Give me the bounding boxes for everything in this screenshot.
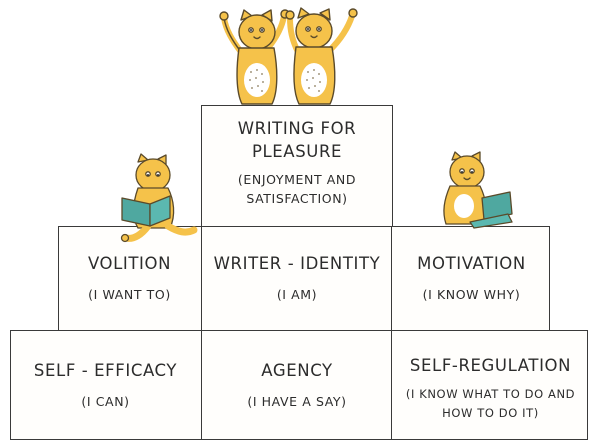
writer-identity-sub: (I AM) [276,287,318,302]
agency-title: AGENCY [261,361,333,380]
writer-identity-cell: WRITER - IDENTITY (I AM) [201,254,393,303]
motivation-sub: (I KNOW WHY) [422,287,521,302]
laptop-cat-icon [443,151,513,229]
self-regulation-title: SELF-REGULATION [409,356,572,375]
motivation-cell: MOTIVATION (I KNOW WHY) [393,254,550,303]
top-title-line1: WRITING FOR [237,119,357,138]
pyramid-bottom-block [10,330,588,440]
self-efficacy-sub: (I CAN) [81,394,130,409]
volition-title: VOLITION [87,254,172,273]
volition-cell: VOLITION (I WANT TO) [58,254,201,303]
reading-cat-icon [120,153,198,243]
motivation-title: MOTIVATION [417,254,526,273]
top-sub-line2: SATISFACTION) [246,191,348,206]
top-sub-line1: (ENJOYMENT AND [237,172,357,187]
self-efficacy-cell: SELF - EFFICACY (I CAN) [10,361,201,410]
cheering-cat-right-icon [285,7,358,105]
bottom-divider-left [201,330,202,440]
pyramid-top-block [201,105,393,227]
cheering-cat-left-icon [219,9,290,105]
agency-sub: (I HAVE A SAY) [247,394,347,409]
self-efficacy-title: SELF - EFFICACY [33,361,178,380]
top-title-line2: PLEASURE [251,142,343,161]
middle-divider-right [391,226,392,331]
middle-divider-left [201,226,202,331]
volition-sub: (I WANT TO) [88,287,171,302]
self-regulation-sub-line1: (I KNOW WHAT TO DO AND [405,387,576,401]
writer-identity-title: WRITER - IDENTITY [213,254,381,273]
agency-cell: AGENCY (I HAVE A SAY) [201,361,393,410]
self-regulation-sub-line2: HOW TO DO IT) [442,406,539,420]
self-regulation-cell: SELF-REGULATION (I KNOW WHAT TO DO AND H… [393,356,588,422]
bottom-divider-right [391,330,392,440]
writing-for-pleasure-cell: WRITING FOR PLEASURE (ENJOYMENT AND SATI… [201,117,393,207]
pyramid-middle-block [58,226,550,331]
